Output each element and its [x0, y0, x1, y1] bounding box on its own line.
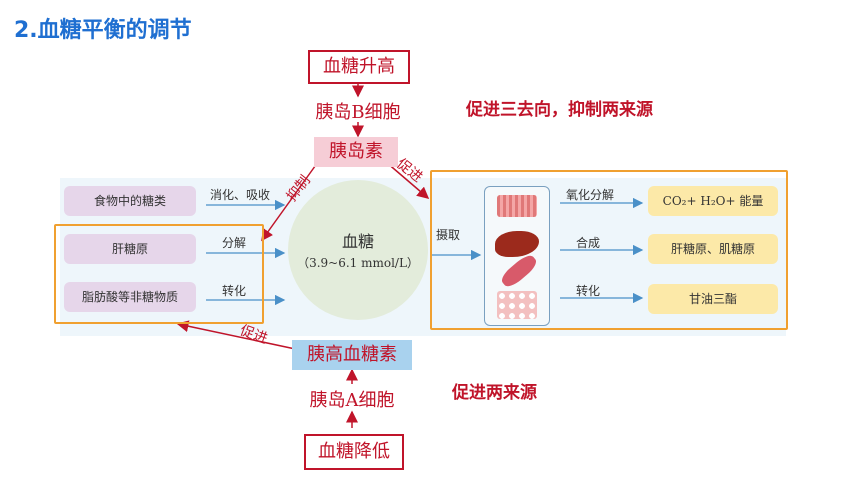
output-synthesis-arrow-label: 合成: [576, 236, 601, 250]
output-glycogen: 肝糖原、肌糖原: [648, 234, 778, 264]
source-liver-arrow-label: 分解: [222, 236, 247, 250]
right-highlight-frame: [430, 170, 788, 330]
source-food-arrow-label: 消化、吸收: [210, 188, 271, 202]
source-non-sugar: 脂肪酸等非糖物质: [64, 282, 196, 312]
glucagon-slogan: 促进两来源: [452, 383, 537, 403]
intestine-icon: [497, 195, 537, 217]
islet-a-cell-label: 胰岛A细胞: [309, 390, 395, 411]
tissue-images: [484, 186, 550, 326]
blood-sugar-circle: [288, 180, 428, 320]
muscle-icon: [498, 252, 540, 290]
insulin-slogan: 促进三去向，抑制两来源: [466, 100, 653, 120]
output-triglyceride: 甘油三酯: [648, 284, 778, 314]
output-energy: CO₂+ H₂O+ 能量: [648, 186, 778, 216]
blood-sugar-range: （3.9~6.1 mmol/L）: [297, 256, 419, 270]
liver-icon: [495, 231, 539, 257]
uptake-label: 摄取: [436, 228, 461, 242]
output-oxidation-arrow-label: 氧化分解: [566, 188, 615, 202]
source-non-sugar-arrow-label: 转化: [222, 284, 247, 298]
source-food: 食物中的糖类: [64, 186, 196, 216]
insulin-label: 胰岛素: [314, 137, 398, 167]
output-conversion-arrow-label: 转化: [576, 284, 601, 298]
fat-cells-icon: [497, 291, 537, 319]
glucagon-label: 胰高血糖素: [292, 340, 412, 370]
left-highlight-frame: [54, 224, 264, 324]
blood-sugar-drop-box: 血糖降低: [304, 434, 404, 470]
source-liver-glycogen: 肝糖原: [64, 234, 196, 264]
islet-b-cell-label: 胰岛B细胞: [315, 102, 401, 123]
blood-sugar-rise-box: 血糖升高: [308, 50, 410, 84]
blood-sugar-label: 血糖: [341, 232, 374, 251]
page-title: 2.血糖平衡的调节: [14, 18, 192, 43]
